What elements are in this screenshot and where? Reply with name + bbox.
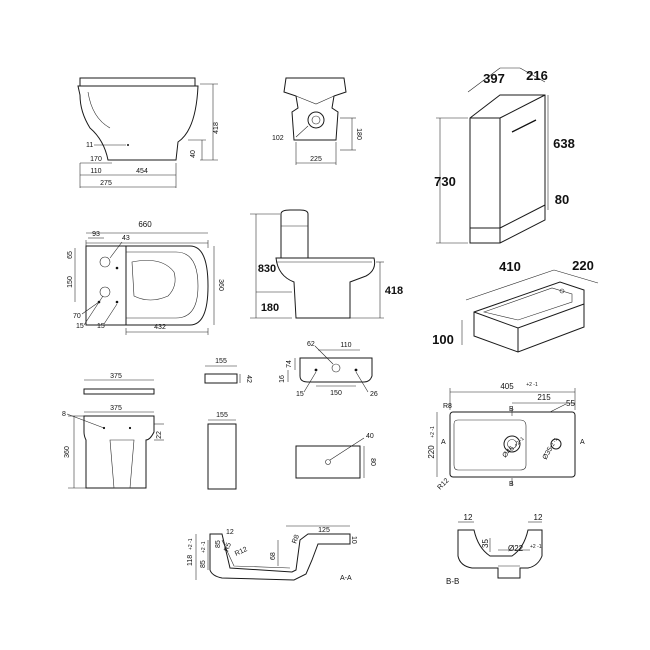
dim-plan-65: 65 xyxy=(67,251,74,259)
dim-sec-118: 118 xyxy=(187,555,194,566)
dim-plan-150: 150 xyxy=(67,276,74,288)
label-bb-26: 26 xyxy=(370,391,378,398)
dim-side-110: 110 xyxy=(90,168,101,175)
basin-plan: 405 +2 -1 215 55 R8 B B A A 220 +2 -1 Ø4… xyxy=(427,382,585,491)
dim-side-275: 275 xyxy=(100,180,112,187)
label-plate-40: 40 xyxy=(366,433,374,440)
toilet-side-view: 418 40 11 170 110 454 275 xyxy=(77,77,220,188)
dim-sec-12: 12 xyxy=(226,529,234,536)
label-back-102: 102 xyxy=(272,135,284,142)
dim-lid-375b: 375 xyxy=(110,405,122,412)
dim-bplan-d35-tol: +2 -1 xyxy=(549,437,560,450)
dim-plan-360: 360 xyxy=(217,279,224,291)
dim-sec-85b: 85 xyxy=(200,560,207,568)
dim-bb-110: 110 xyxy=(340,342,351,349)
flush-plate: 40 80 xyxy=(295,433,376,479)
dim-front-180: 180 xyxy=(261,302,279,314)
dim-lid-360: 360 xyxy=(64,446,71,458)
dim-sec-125: 125 xyxy=(318,527,330,534)
label-sec-R5: R5 xyxy=(223,542,233,553)
dim-plate-80: 80 xyxy=(369,458,376,466)
dim-plan-432: 432 xyxy=(154,324,166,331)
label-plan-15b: 15 xyxy=(97,323,105,330)
dim-front-830: 830 xyxy=(258,263,276,275)
basin-section-bb: 12 12 35 Ø22 +2 -1 B-B xyxy=(446,513,543,586)
dim-sec-85b-tol: +2 -1 xyxy=(201,541,207,553)
label-bplan-A-right: A xyxy=(580,439,585,446)
dim-bplan-220: 220 xyxy=(427,445,436,459)
dim-bb-150: 150 xyxy=(330,390,342,397)
label-bb-15: 15 xyxy=(296,391,304,398)
vanity-cabinet: 397 216 638 730 80 xyxy=(434,67,575,244)
toilet-back-view: 102 180 225 xyxy=(272,77,362,165)
dim-basin-220: 220 xyxy=(572,258,594,273)
dim-bplan-55: 55 xyxy=(566,399,575,408)
dim-bb2-d22: Ø22 xyxy=(508,544,524,553)
label-bplan-R8: R8 xyxy=(443,403,452,410)
label-bplan-B-top: B xyxy=(509,406,514,413)
dim-basin-100: 100 xyxy=(432,332,454,347)
dim-side-454: 454 xyxy=(136,168,148,175)
dim-cab-638: 638 xyxy=(553,136,575,151)
dim-bplan-405: 405 xyxy=(500,382,514,391)
label-bplan-B-bottom: B xyxy=(509,481,514,488)
label-sec-R12: R12 xyxy=(234,546,249,558)
dim-sec-10: 10 xyxy=(350,536,357,544)
dim-bb2-12b: 12 xyxy=(534,513,543,522)
cistern-views: 155 42 155 xyxy=(204,358,252,490)
dim-side-170: 170 xyxy=(90,156,102,163)
dim-bb2-12a: 12 xyxy=(464,513,473,522)
dim-plan-93: 93 xyxy=(92,231,100,238)
dim-side-40: 40 xyxy=(190,150,197,158)
dim-plan-660: 660 xyxy=(138,220,152,229)
label-bb-62: 62 xyxy=(307,341,315,348)
dim-front-418: 418 xyxy=(385,285,403,297)
dim-cist-155b: 155 xyxy=(216,412,228,419)
dim-bb-16: 16 xyxy=(279,375,286,383)
dim-bplan-220-tol: +2 -1 xyxy=(430,426,436,438)
dim-bb2-35: 35 xyxy=(481,539,490,548)
dim-cist-155a: 155 xyxy=(215,358,227,365)
dim-bplan-215: 215 xyxy=(537,393,551,402)
dim-sec-118-tol: +2 -1 xyxy=(188,538,194,550)
toilet-elevation: 830 180 418 xyxy=(250,209,403,319)
label-plan-15a: 15 xyxy=(76,323,84,330)
label-sec-R8: R8 xyxy=(291,534,301,545)
dim-lid-375a: 375 xyxy=(110,373,122,380)
pan-back-view: 110 62 74 16 150 15 26 xyxy=(279,341,378,398)
label-side-11: 11 xyxy=(86,142,93,149)
dim-cab-80: 80 xyxy=(555,192,569,207)
dim-side-418: 418 xyxy=(213,122,220,134)
dim-cab-216: 216 xyxy=(526,68,548,83)
dim-bplan-405-tol: +2 -1 xyxy=(526,382,538,388)
label-sec-AA: A-A xyxy=(340,575,352,582)
dim-lid-22: 22 xyxy=(156,431,163,439)
dim-sec-85: 85 xyxy=(215,540,222,548)
seat-lid-view: 375 375 22 360 8 xyxy=(62,373,164,489)
dim-basin-410: 410 xyxy=(499,259,521,274)
label-bplan-R12: R12 xyxy=(436,477,450,491)
label-lid-8: 8 xyxy=(62,411,66,418)
label-plan-70: 70 xyxy=(73,313,81,320)
label-bb2-BB: B-B xyxy=(446,577,459,586)
dim-cab-730: 730 xyxy=(434,174,456,189)
dim-sec-68: 68 xyxy=(270,552,277,560)
dim-back-180: 180 xyxy=(355,128,362,140)
label-bplan-A-left: A xyxy=(441,439,446,446)
toilet-plan-view: 660 93 43 65 150 70 15 15 432 360 xyxy=(67,220,224,335)
dim-cist-42: 42 xyxy=(245,375,252,383)
label-plan-43: 43 xyxy=(122,235,130,242)
dim-cab-397: 397 xyxy=(483,71,505,86)
dim-bb2-d22-tol: +2 -1 xyxy=(530,544,542,550)
basin-section-aa: 125 12 85 R5 R12 R8 10 118 +2 -1 85 +2 -… xyxy=(187,525,357,582)
dim-back-225: 225 xyxy=(310,156,322,163)
dim-bb-74: 74 xyxy=(286,360,293,368)
basin-isometric: 410 220 100 xyxy=(432,258,599,353)
